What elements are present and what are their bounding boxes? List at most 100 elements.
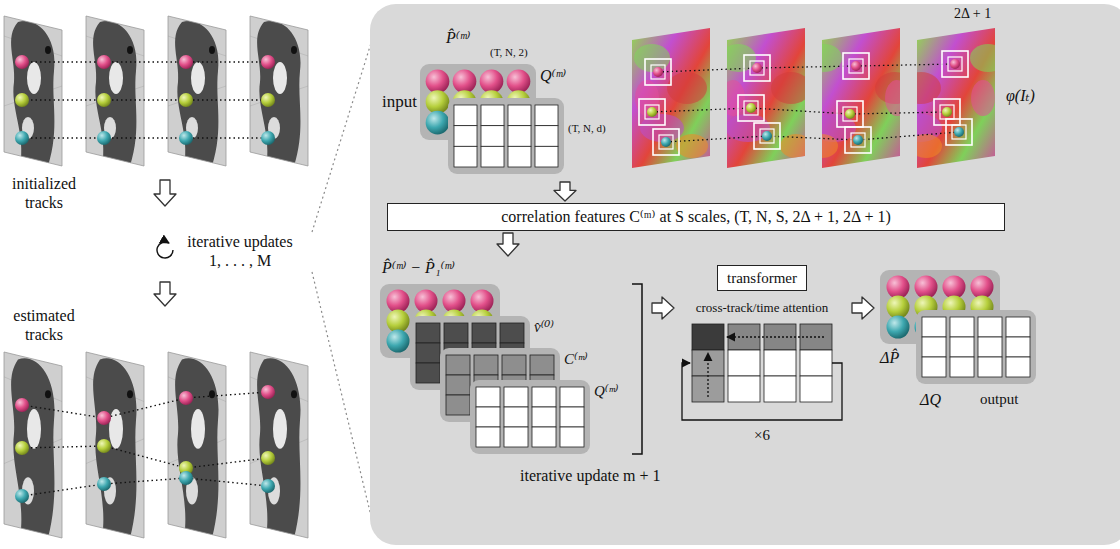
feature-cell <box>922 317 946 337</box>
correlation-window <box>651 65 665 79</box>
feature-cell <box>500 323 524 343</box>
track-point <box>261 385 275 399</box>
feature-cell <box>1006 337 1030 357</box>
feature-cell <box>481 105 504 126</box>
feature-cell <box>508 105 531 126</box>
tensor-label: v̂⁽⁰⁾ <box>534 318 554 336</box>
track-point <box>97 93 111 107</box>
stage-label: initialized tracks <box>2 174 86 212</box>
track-point <box>746 103 756 113</box>
correlation-window <box>645 59 671 85</box>
feature-cell <box>446 395 470 415</box>
feature-map <box>898 28 1006 168</box>
zoom-panel: iterative update m + 1P̂⁽ᵐ⁾(T, N, 2)Q⁽ᵐ⁾… <box>370 4 1120 545</box>
track-point <box>853 135 863 145</box>
track-point <box>15 55 29 69</box>
tensor-label: ΔQ <box>920 390 941 409</box>
video-frame <box>4 352 62 538</box>
track-point <box>471 290 494 313</box>
output-tensors-art <box>876 262 1056 412</box>
track-line <box>22 137 268 138</box>
track-point <box>261 55 275 69</box>
feature-cell <box>454 105 477 126</box>
tensor-label: C⁽ᵐ⁾ <box>564 350 588 368</box>
track-point <box>415 290 438 313</box>
loop-icon <box>157 242 173 258</box>
feature-cell <box>416 343 440 363</box>
correlation-window <box>760 129 774 143</box>
feature-cell <box>476 407 500 427</box>
track-line <box>22 446 268 468</box>
correlation-window <box>851 133 865 147</box>
feature-cell <box>535 146 558 167</box>
feature-cell <box>560 427 584 447</box>
feature-cell <box>950 337 974 357</box>
tensor-label: φ(Iₜ) <box>1006 86 1035 105</box>
track-point <box>97 55 111 69</box>
track-point <box>15 93 29 107</box>
update-inputs-art <box>378 258 650 458</box>
track-point <box>950 59 960 69</box>
attention-cell <box>800 376 832 402</box>
feature-map <box>806 28 915 168</box>
track-line <box>666 132 959 142</box>
video-frame <box>86 16 144 166</box>
track-point <box>179 55 193 69</box>
track-point <box>661 137 671 147</box>
track-point <box>752 63 762 73</box>
feature-cell <box>416 323 440 343</box>
stage-label: estimated tracks <box>2 306 86 344</box>
track-point <box>426 90 450 114</box>
zoom-leader <box>312 272 372 520</box>
feature-cell <box>1006 317 1030 337</box>
shape-label: (T, N, 2) <box>490 46 528 59</box>
box-label: transformer <box>727 269 797 287</box>
correlation-window <box>754 123 780 149</box>
feature-cell <box>444 323 468 343</box>
video-frame <box>168 352 226 538</box>
correlation-window <box>738 95 764 121</box>
track-point <box>179 131 193 145</box>
down-arrow <box>154 282 176 306</box>
track-point <box>387 290 410 313</box>
repeat-label: ×6 <box>676 426 848 444</box>
transformer-block: cross-track/time attention×6transformer <box>676 262 850 458</box>
attention-cell <box>764 350 796 376</box>
feature-map <box>632 28 710 168</box>
flow-arrow <box>497 233 519 256</box>
correlation-window <box>946 119 972 145</box>
correlation-window <box>952 125 966 139</box>
track-point <box>453 70 477 94</box>
feature-maps: 2Δ + 1φ(Iₜ) <box>628 6 1058 178</box>
feature-cell <box>560 407 584 427</box>
correlation-window <box>940 105 954 119</box>
feature-cell <box>978 357 1002 377</box>
track-line <box>652 108 947 114</box>
zoom-leader <box>312 40 372 232</box>
track-line <box>22 99 268 100</box>
feature-maps-art <box>628 6 1058 178</box>
track-point <box>97 439 111 453</box>
correlation-window <box>849 59 863 73</box>
feature-map <box>720 28 812 168</box>
flow-arrow <box>652 297 674 319</box>
feature-cell <box>481 146 504 167</box>
attention-arrow <box>727 336 824 337</box>
feature-cell <box>560 387 584 407</box>
feature-cell <box>978 337 1002 357</box>
track-point <box>647 107 657 117</box>
feature-cell <box>504 407 528 427</box>
panel-caption: iterative update m + 1 <box>520 466 661 485</box>
track-line <box>22 478 268 496</box>
attention-cell <box>764 376 796 402</box>
correlation-window <box>653 129 679 155</box>
track-point <box>887 296 910 319</box>
track-point <box>426 70 450 94</box>
track-point <box>971 276 994 299</box>
feature-cell <box>504 427 528 447</box>
track-point <box>97 411 111 425</box>
video-frame <box>4 16 62 166</box>
track-point <box>954 127 964 137</box>
correlation-window <box>843 53 869 79</box>
